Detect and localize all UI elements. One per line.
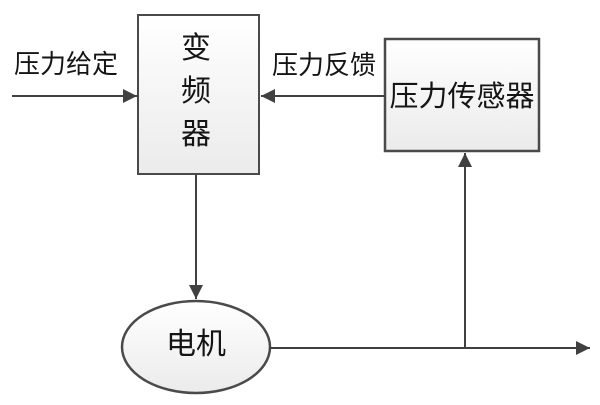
sensor-label: 压力传感器 [389, 81, 535, 113]
motor-label: 电机 [166, 328, 226, 361]
inverter-label: 变频器 [181, 32, 211, 151]
feedback-edge-label: 压力反馈 [271, 51, 376, 80]
sensor-box [383, 37, 541, 153]
setpoint-edge-label: 压力给定 [13, 50, 118, 79]
inverter-box [137, 14, 260, 175]
